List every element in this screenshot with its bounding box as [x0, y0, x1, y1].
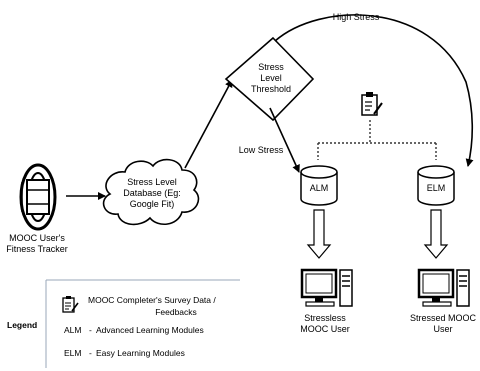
computer-icon — [417, 268, 470, 307]
threshold-label-line1: Stress — [258, 62, 284, 72]
elm-label: ELM — [427, 183, 446, 193]
stressless-user-line2: MOOC User — [300, 324, 350, 334]
legend-elm-dash: - — [89, 348, 92, 358]
clipboard-icon — [62, 296, 79, 313]
database-label-line1: Stress Level — [127, 177, 177, 187]
database-cloud — [102, 158, 200, 226]
threshold-label-line3: Threshold — [251, 84, 291, 94]
tracker-label-line1: MOOC User's — [9, 233, 65, 243]
edge-high-stress — [274, 14, 474, 167]
feedback-connector — [317, 120, 437, 160]
threshold-diamond — [224, 36, 315, 122]
threshold-label-line2: Level — [260, 73, 282, 83]
tracker-label-line2: Fitness Tracker — [6, 244, 68, 254]
elm-cylinder — [417, 165, 455, 206]
legend-alm-dash: - — [89, 325, 92, 335]
legend-elm-desc: Easy Learning Modules — [96, 348, 185, 358]
fitness-tracker-icon — [19, 163, 57, 231]
edge-database-to-threshold — [184, 79, 233, 169]
arrow-alm-to-user — [306, 209, 332, 259]
legend-elm-abbr: ELM — [64, 348, 81, 358]
stressless-user-line1: Stressless — [304, 313, 346, 323]
legend-title: Legend — [7, 320, 37, 330]
legend-alm-abbr: ALM — [64, 325, 81, 335]
legend: Legend MOOC Completer's Survey Data / Fe… — [7, 279, 240, 368]
database-label-line3: Google Fit) — [130, 199, 175, 209]
high-stress-label: High Stress — [333, 12, 380, 22]
stressed-user-line1: Stressed MOOC — [410, 313, 477, 323]
alm-label: ALM — [310, 183, 329, 193]
low-stress-label: Low Stress — [239, 145, 284, 155]
edge-low-stress — [269, 107, 300, 173]
computer-icon — [300, 268, 353, 307]
alm-cylinder — [300, 165, 338, 206]
arrow-elm-to-user — [423, 209, 449, 259]
legend-alm-desc: Advanced Learning Modules — [96, 325, 204, 335]
legend-survey-line2: Feedbacks — [155, 307, 197, 317]
legend-survey-line1: MOOC Completer's Survey Data / — [88, 295, 216, 305]
database-label-line2: Database (Eg: — [123, 188, 181, 198]
clipboard-icon — [361, 92, 383, 116]
stressed-user-line2: User — [433, 324, 452, 334]
